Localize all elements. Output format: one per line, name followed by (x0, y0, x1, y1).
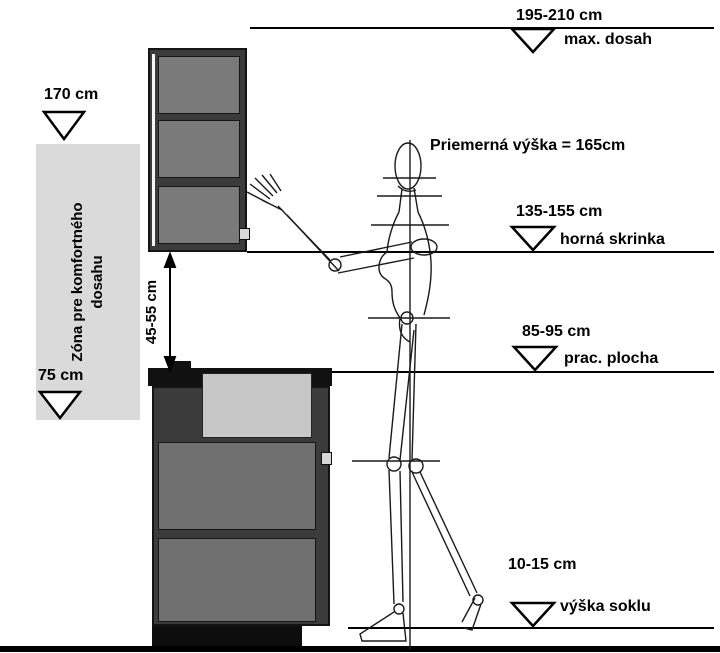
upper-cabinet-panel (158, 120, 240, 178)
upper-cabinet-panel (158, 186, 240, 244)
dim-max-dosah-value: 195-210 cm (516, 7, 603, 24)
comfort-zone-band (36, 144, 140, 420)
upper-cabinet-handle (239, 228, 250, 240)
comfort-zone-label: Zóna pre komfortného dosahu (68, 202, 106, 362)
dim-gap-value: 45-55 cm (143, 279, 160, 345)
dim-sokel-value: 10-15 cm (508, 556, 577, 573)
countertop-step (172, 361, 191, 370)
plinth (152, 626, 302, 648)
dim-max-dosah-label: max. dosah (564, 31, 653, 48)
appliance-panel (202, 373, 312, 438)
base-cabinet-panel (158, 538, 316, 622)
gap-dimension-arrow (163, 251, 177, 373)
dim-reach-high-value: 170 cm (44, 86, 99, 103)
comfort-zone-label-box: Zóna pre komfortného dosahu (36, 144, 140, 420)
dim-prac-plocha-label: prac. plocha (564, 350, 659, 367)
dim-reach-low-value: 75 cm (38, 367, 84, 384)
dim-horna-skrinka-value: 135-155 cm (516, 203, 603, 220)
base-cabinet-panel (158, 442, 316, 530)
upper-cabinet-panel (158, 56, 240, 114)
figure-title: Priemerná výška = 165cm (430, 137, 626, 154)
base-cabinet-handle (321, 452, 332, 465)
dim-prac-plocha-value: 85-95 cm (522, 323, 591, 340)
dim-horna-skrinka-label: horná skrinka (560, 231, 665, 248)
dim-sokel-label: výška soklu (560, 598, 651, 615)
upper-cabinet-edge-highlight (152, 54, 155, 246)
